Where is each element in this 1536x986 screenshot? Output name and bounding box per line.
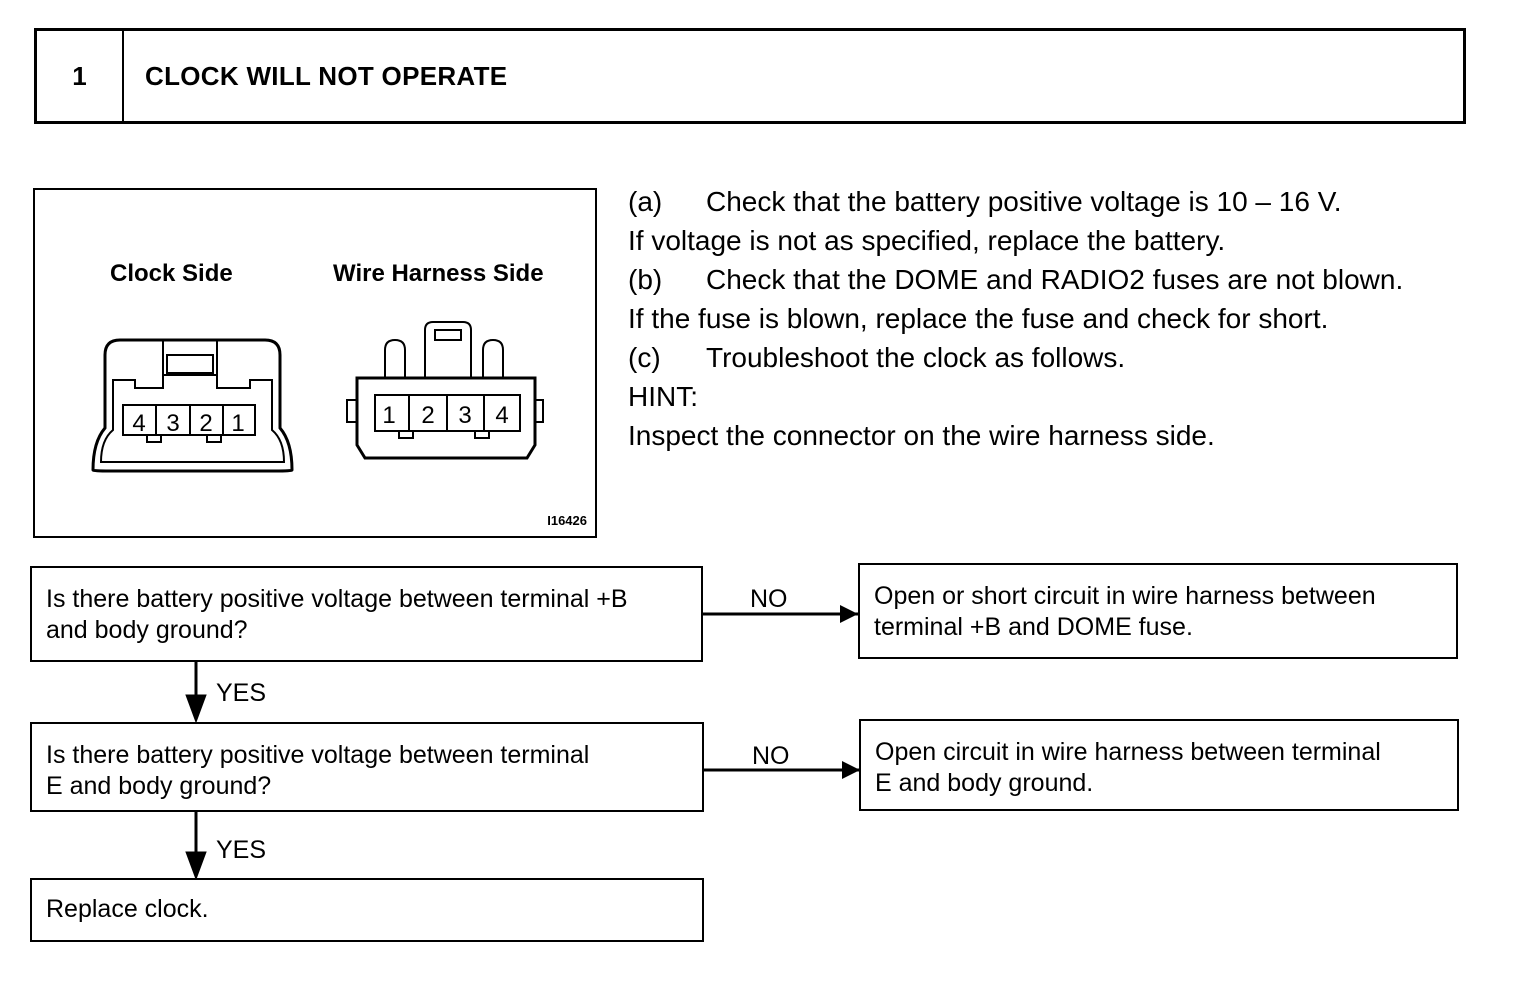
harness-terminal: 4	[495, 402, 508, 429]
step-c-tag: (c)	[628, 342, 661, 373]
step-number-cell: 1	[37, 31, 124, 121]
clock-terminal: 4	[132, 410, 145, 437]
harness-terminal-dividers	[408, 395, 485, 431]
connector-figure: Clock Side Wire Harness Side 4 3 2 1	[33, 188, 597, 538]
step-number: 1	[72, 61, 87, 91]
harness-side-label: Wire Harness Side	[333, 260, 544, 287]
yes-arrowhead-2	[185, 851, 207, 881]
final-action-box: Replace clock.	[30, 878, 704, 942]
result-box-2: Open circuit in wire harness between ter…	[859, 719, 1459, 811]
question-2-line-2: E and body ground?	[46, 772, 272, 800]
step-title: CLOCK WILL NOT OPERATE	[145, 61, 508, 91]
step-a: (a) Check that the battery positive volta…	[628, 182, 1508, 221]
no-label-1: NO	[750, 585, 788, 613]
step-b-note: If the fuse is blown, replace the fuse a…	[628, 303, 1329, 334]
clock-terminal-labels: 4 3 2 1	[132, 410, 244, 437]
figure-code: I16426	[547, 513, 587, 528]
result-1-line-2: terminal +B and DOME fuse.	[874, 613, 1193, 641]
step-c-text: Troubleshoot the clock as follows.	[706, 342, 1126, 373]
step-c: (c) Troubleshoot the clock as follows.	[628, 338, 1508, 377]
question-box-2: Is there battery positive voltage betwee…	[30, 722, 704, 812]
step-b-tag: (b)	[628, 264, 663, 295]
yes-label-2: YES	[216, 836, 267, 864]
step-b-text: Check that the DOME and RADIO2 fuses are…	[706, 264, 1404, 295]
question-box-1: Is there battery positive voltage betwee…	[30, 566, 703, 662]
question-2-line-1: Is there battery positive voltage betwee…	[46, 741, 590, 769]
hint-label: HINT:	[628, 381, 698, 412]
result-2-line-1: Open circuit in wire harness between ter…	[875, 738, 1381, 766]
hint-text: Inspect the connector on the wire harnes…	[628, 420, 1215, 451]
no-label-2: NO	[752, 742, 790, 770]
question-1-line-2: and body ground?	[46, 616, 248, 644]
clock-terminal: 2	[199, 410, 212, 437]
clock-terminal: 3	[166, 410, 179, 437]
clock-side-label: Clock Side	[110, 260, 233, 287]
harness-terminal: 1	[382, 402, 395, 429]
connector-drawing: 4 3 2 1 1 2 3 4	[91, 321, 544, 473]
step-a-text: Check that the battery positive voltage …	[706, 186, 1342, 217]
question-1-line-1: Is there battery positive voltage betwee…	[46, 585, 628, 613]
yes-arrowhead-1	[185, 694, 207, 724]
step-a-note: If voltage is not as specified, replace …	[628, 225, 1226, 256]
step-a-tag: (a)	[628, 186, 663, 217]
result-2-line-2: E and body ground.	[875, 769, 1094, 797]
harness-terminal: 2	[421, 402, 434, 429]
step-b: (b) Check that the DOME and RADIO2 fuses …	[628, 260, 1508, 299]
harness-terminal: 3	[458, 402, 471, 429]
step-header: 1 CLOCK WILL NOT OPERATE	[34, 28, 1466, 124]
final-action-text: Replace clock.	[46, 895, 209, 923]
yes-label-1: YES	[216, 679, 267, 707]
clock-terminal: 1	[231, 410, 244, 437]
clock-terminal-dividers	[155, 405, 224, 435]
result-1-line-1: Open or short circuit in wire harness be…	[874, 582, 1376, 610]
result-box-1: Open or short circuit in wire harness be…	[858, 563, 1458, 659]
harness-terminal-labels: 1 2 3 4	[382, 402, 508, 429]
instructions: (a) Check that the battery positive volta…	[628, 182, 1508, 455]
